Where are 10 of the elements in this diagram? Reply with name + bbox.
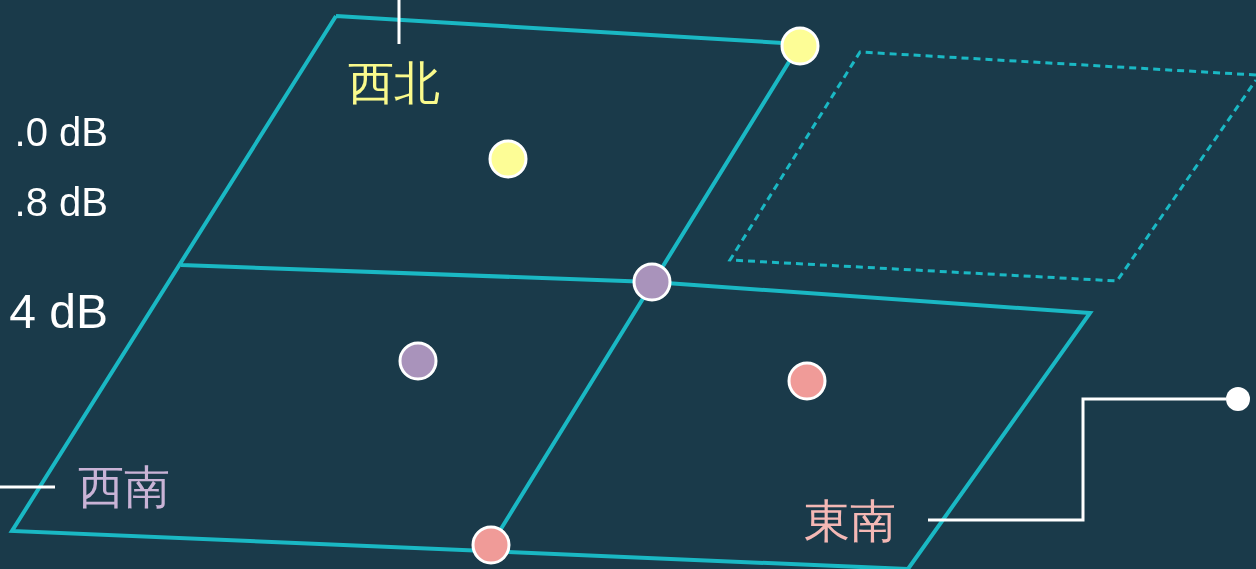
decibel-value: .8 dB — [14, 182, 108, 222]
region-label: 西南 — [78, 464, 170, 510]
end-dot — [1226, 387, 1250, 411]
region-label: 東南 — [804, 498, 896, 544]
leader-line — [0, 485, 55, 489]
region-label: 西北 — [348, 60, 440, 106]
decibel-value: .0 dB — [14, 112, 108, 152]
leader-line — [928, 397, 1226, 522]
leader-line — [397, 0, 401, 44]
decibel-value: 4 dB — [9, 288, 108, 336]
